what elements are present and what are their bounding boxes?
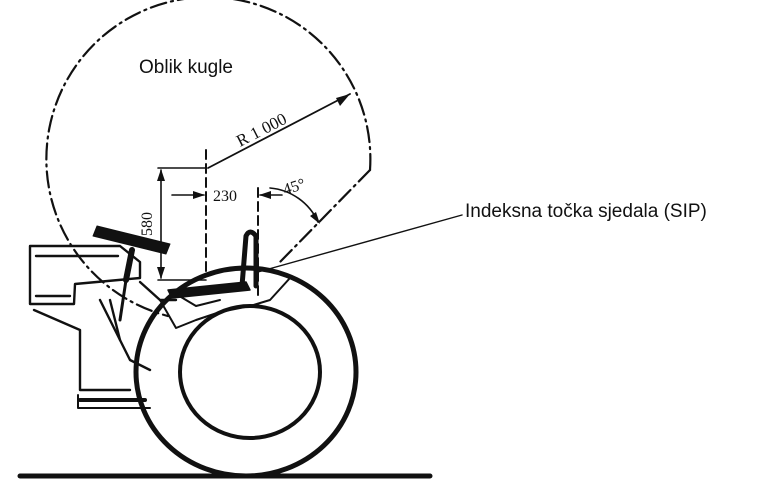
radius-line (207, 93, 351, 169)
height-arrow-top (157, 169, 165, 181)
offset-arrow-left (193, 191, 205, 199)
sphere-label: Oblik kugle (139, 57, 233, 78)
offset-arrow-right (259, 191, 271, 199)
chord-45-line (278, 168, 372, 264)
sip-leader-line (257, 214, 463, 273)
radius-arrowhead (336, 94, 350, 106)
offset-label: 230 (213, 188, 237, 205)
height-arrow-bottom (157, 267, 165, 279)
angle-label: 45° (281, 176, 308, 199)
height-label: 580 (139, 212, 156, 236)
clearance-sphere-outline (45, 0, 372, 318)
sip-label: Indeksna točka sjedala (SIP) (465, 201, 707, 222)
tractor-body (28, 244, 178, 409)
rear-wheel (133, 265, 359, 479)
radius-label: R 1 000 (233, 109, 290, 150)
angle-arrowhead (310, 212, 320, 224)
steering-wheel (92, 225, 171, 322)
